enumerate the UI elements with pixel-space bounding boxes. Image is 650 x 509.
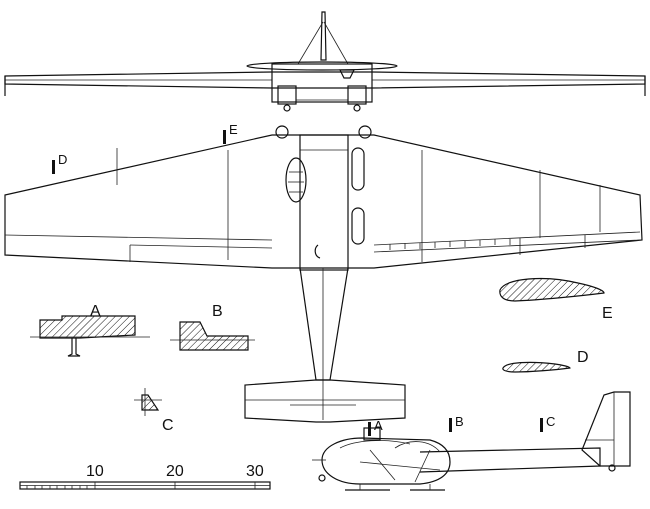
plan-view: [4, 125, 643, 423]
airfoil-section-D: D: [502, 349, 589, 373]
front-view: [4, 11, 646, 112]
marker-A-label: A: [374, 418, 383, 433]
detail-section-B: B: [170, 303, 255, 351]
section-E-label: E: [602, 305, 613, 322]
marker-C-label: C: [546, 414, 555, 429]
scale-tick-10: 10: [86, 463, 104, 480]
detail-section-A: A: [30, 303, 150, 357]
marker-E-label: E: [229, 122, 238, 137]
section-D-label: D: [577, 349, 589, 366]
scale-tick-20: 20: [166, 463, 184, 480]
side-view: [312, 391, 631, 491]
marker-B-label: B: [455, 414, 464, 429]
detail-section-C: C: [134, 388, 174, 434]
scale-bar: 10 20 30: [19, 463, 271, 490]
marker-D-label: D: [58, 152, 67, 167]
section-markers: D E A B C: [52, 122, 555, 436]
section-A-label: A: [90, 303, 101, 320]
scale-tick-30: 30: [246, 463, 264, 480]
section-B-label: B: [212, 303, 223, 320]
airfoil-section-E: E: [499, 277, 613, 322]
section-C-label: C: [162, 417, 174, 434]
